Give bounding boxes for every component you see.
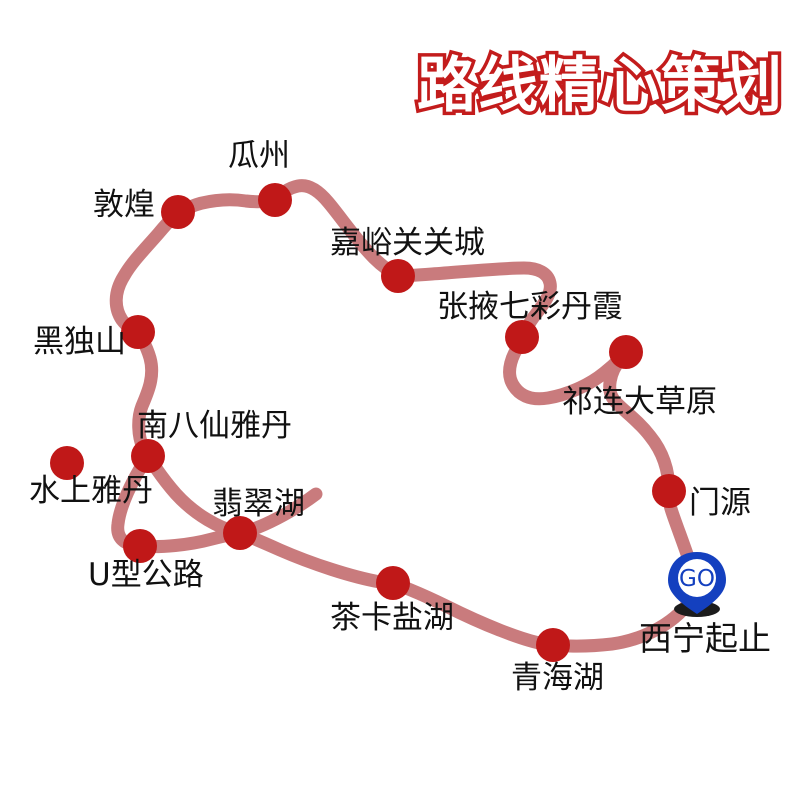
- route-node-ugonglu[interactable]: [123, 529, 157, 563]
- label-qinghaihu: 青海湖: [511, 660, 604, 696]
- label-feicuihu: 翡翠湖: [212, 486, 305, 522]
- label-menyuan: 门源: [689, 485, 751, 521]
- route-node-guazhou[interactable]: [258, 183, 292, 217]
- route-node-qilian[interactable]: [609, 335, 643, 369]
- label-nanbaxian: 南八仙雅丹: [137, 408, 292, 444]
- label-ugonglu: U型公路: [88, 557, 204, 593]
- route-node-nanbaxian[interactable]: [131, 439, 165, 473]
- map-pin-go-text: GO: [679, 566, 715, 592]
- route-node-qinghaihu[interactable]: [536, 628, 570, 662]
- map-pin-inner-circle: [678, 559, 716, 597]
- label-guazhou: 瓜州: [228, 138, 290, 174]
- label-jiayuguan: 嘉峪关关城: [330, 225, 485, 261]
- route-node-group: [50, 183, 686, 662]
- route-node-chakayanhu[interactable]: [376, 566, 410, 600]
- label-chakayanhu: 茶卡盐湖: [330, 600, 454, 636]
- label-qilian: 祁连大草原: [562, 384, 717, 420]
- route-node-dunhuang[interactable]: [161, 195, 195, 229]
- label-heidushan: 黑独山: [33, 324, 126, 360]
- route-node-jiayuguan[interactable]: [381, 259, 415, 293]
- label-dunhuang: 敦煌: [93, 187, 155, 223]
- route-node-feicuihu[interactable]: [223, 516, 257, 550]
- start-marker-group[interactable]: GO: [668, 552, 726, 617]
- label-xining-start-end: 西宁起止: [639, 619, 771, 658]
- route-node-heidushan[interactable]: [121, 315, 155, 349]
- label-zhangye: 张掖七彩丹霞: [437, 289, 623, 325]
- route-node-menyuan[interactable]: [652, 474, 686, 508]
- route-node-shuishangyadan[interactable]: [50, 446, 84, 480]
- label-shuishangyadan: 水上雅丹: [29, 473, 153, 509]
- route-node-zhangye[interactable]: [505, 320, 539, 354]
